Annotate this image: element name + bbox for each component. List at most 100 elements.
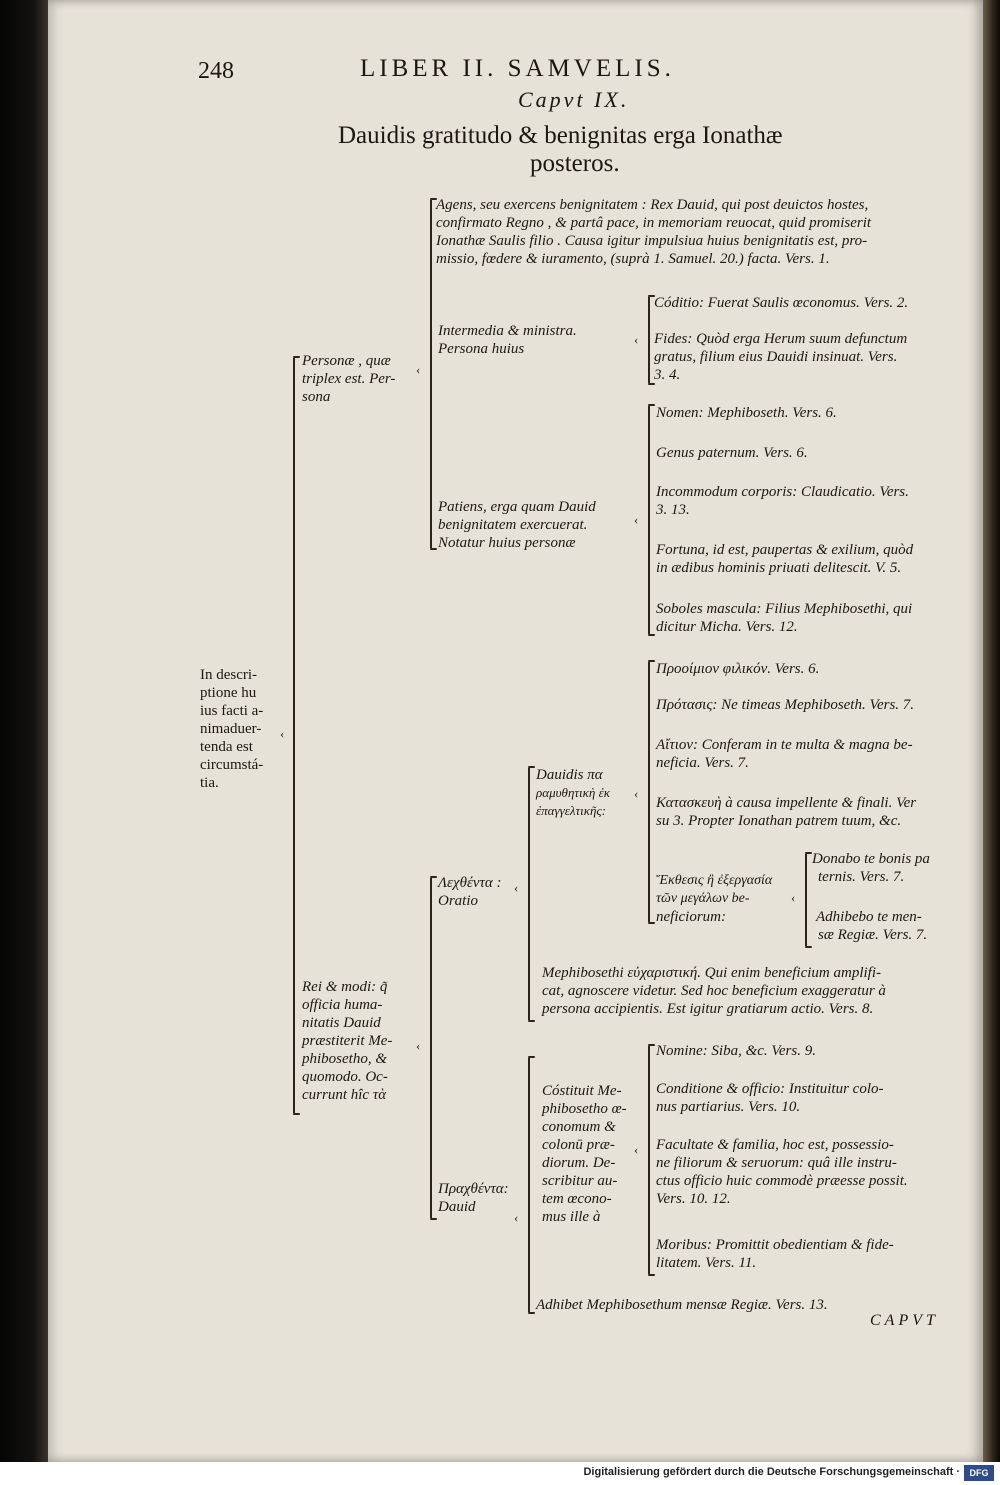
patiens-fortuna: in ædibus hominis priuati delitescit. V.… (656, 560, 902, 576)
constituit-label: diorum. De- (542, 1155, 616, 1171)
bracket-root (293, 356, 300, 1115)
agens-line: Ionathæ Saulis filio . Causa igitur impu… (436, 233, 868, 249)
mephibosethi-line: cat, agnoscere videtur. Sed hoc benefici… (542, 983, 886, 999)
constituit-facultate: ctus officio huic commodè præesse possit… (656, 1173, 908, 1189)
bracket-rei (430, 876, 437, 1220)
constituit-nomine: Nomine: Siba, &c. Vers. 9. (656, 1043, 816, 1059)
constituit-moribus: Moribus: Promittit obedientiam & fide- (656, 1237, 894, 1253)
rei-label: præstiterit Me- (302, 1033, 393, 1049)
intermedia-fides: 3. 4. (654, 367, 681, 383)
bracket-intermedia (648, 295, 655, 385)
footer-credit: Digitalisierung gefördert durch die Deut… (583, 1466, 960, 1478)
constituit-facultate: ne filiorum & seruorum: quâ ille instru- (656, 1155, 897, 1171)
dfg-logo-icon: DFG (964, 1465, 994, 1481)
bracket-ekthesis (805, 852, 812, 948)
constituit-label: tem œcono- (542, 1191, 612, 1207)
book-page: 248 LIBER II. SAMVELIS. Capvt IX. Dauidi… (48, 0, 983, 1462)
bracket-tip: ‹ (514, 880, 519, 895)
patiens-incommodum: 3. 13. (656, 502, 690, 518)
agens-line: confirmato Regno , & partâ pace, in memo… (436, 215, 872, 231)
ekthesis-label: Ἔκθεσις ἢ ἐξεργασία (656, 873, 773, 888)
intermedia-label: Intermedia & ministra. (438, 323, 577, 339)
ekthesis-donabo: ternis. Vers. 7. (818, 869, 905, 885)
lechthenta-label: Oratio (438, 893, 479, 909)
bracket-patiens (648, 404, 655, 636)
patiens-incommodum: Incommodum corporis: Claudicatio. Vers. (656, 484, 909, 500)
dauidis-kataskeue: Κατασκευὴ à causa impellente & finali. V… (656, 795, 917, 811)
page-title-line-1: Dauidis gratitudo & benignitas erga Iona… (338, 122, 783, 149)
mephibosethi-line: Mephibosethi εὐχαριστική. Qui enim benef… (542, 965, 882, 981)
prachthenta-label: Dauid (438, 1199, 476, 1215)
page-number: 248 (198, 58, 234, 84)
ekthesis-adhibebo: sæ Regiæ. Vers. 7. (818, 927, 928, 943)
intermedia-fides: gratus, filium eius Dauidi insinuat. Ver… (654, 349, 898, 365)
constituit-label: scribitur au- (542, 1173, 618, 1189)
chapter-heading: Capvt IX. (518, 87, 630, 112)
bracket-prachthenta (528, 1056, 535, 1314)
personae-label: Personæ , quæ (302, 353, 391, 369)
catchword: CAPVT (870, 1312, 939, 1329)
constituit-label: phibosetho œ- (542, 1101, 627, 1117)
root-line: tia. (200, 775, 219, 791)
root-line: nimaduer- (200, 721, 262, 737)
dauidis-protasis: Πρότασις: Ne timeas Mephiboseth. Vers. 7… (656, 697, 915, 713)
constituit-label: Cóstituit Me- (542, 1083, 622, 1099)
constituit-facultate: Facultate & familia, hoc est, possessio- (656, 1137, 894, 1153)
bracket-personae (430, 198, 437, 550)
patiens-soboles: dicitur Micha. Vers. 12. (656, 619, 798, 635)
bracket-tip: ‹ (634, 512, 639, 527)
dauidis-aition: Αἴτιον: Conferam in te multa & magna be- (656, 737, 913, 753)
rei-label: phibosetho, & (302, 1051, 387, 1067)
ekthesis-label: τῶν μεγάλων be- (656, 891, 750, 906)
patiens-genus: Genus paternum. Vers. 6. (656, 445, 808, 461)
patiens-fortuna: Fortuna, id est, paupertas & exilium, qu… (656, 542, 914, 558)
dauidis-label: Dauidis πα (536, 767, 603, 783)
rei-label: currunt hîc τὰ (302, 1087, 387, 1103)
intermedia-conditio: Códitio: Fuerat Saulis œconomus. Vers. 2… (654, 295, 909, 311)
intermedia-label: Persona huius (438, 341, 525, 357)
root-line: In descri- (200, 667, 258, 683)
agens-line: missio, fœdere & iuramento, (suprà 1. Sa… (436, 251, 830, 267)
patiens-label: benignitatem exercuerat. (438, 517, 588, 533)
constituit-moribus: litatem. Vers. 11. (656, 1255, 757, 1271)
rei-label: Rei & modi: q̃ (302, 979, 388, 995)
mephibosethi-line: persona accipientis. Est igitur gratiaru… (542, 1001, 874, 1017)
dauidis-label: ραμυθητικὴ ἐκ (536, 785, 610, 800)
rei-label: nitatis Dauid (302, 1015, 381, 1031)
bracket-lechthenta (528, 766, 535, 1022)
dauidis-prooimion: Προοίμιον φιλικόν. Vers. 6. (656, 661, 820, 677)
personae-label: sona (302, 389, 331, 405)
lechthenta-label: Λεχθέντα : (438, 875, 502, 891)
constituit-facultate: Vers. 10. 12. (656, 1191, 731, 1207)
agens-line: Agens, seu exercens benignitatem : Rex D… (436, 197, 869, 213)
bracket-dauidis (648, 660, 655, 924)
patiens-nomen: Nomen: Mephiboseth. Vers. 6. (656, 405, 837, 421)
constituit-conditione: nus partiarius. Vers. 10. (656, 1099, 801, 1115)
page-edge (983, 0, 1000, 1462)
dauidis-label: ἐπαγγελτικῆς: (536, 803, 607, 818)
dauidis-kataskeue: su 3. Propter Ionathan patrem tuum, &c. (656, 813, 902, 829)
bracket-constituit (648, 1044, 655, 1276)
ekthesis-adhibebo: Adhibebo te men- (816, 909, 922, 925)
bracket-tip: ‹ (791, 890, 796, 905)
patiens-soboles: Soboles mascula: Filius Mephibosethi, qu… (656, 601, 913, 617)
root-line: ius facti a- (200, 703, 264, 719)
page-title-line-2: posteros. (530, 150, 620, 177)
ekthesis-label: neficiorum: (656, 909, 726, 925)
bracket-tip: ‹ (416, 1038, 421, 1053)
adhibet-line: Adhibet Mephibosethum mensæ Regiæ. Vers.… (536, 1297, 828, 1313)
bracket-tip: ‹ (514, 1210, 519, 1225)
bracket-tip: ‹ (634, 1142, 639, 1157)
intermedia-fides: Fides: Quòd erga Herum suum defunctum (654, 331, 908, 347)
constituit-conditione: Conditione & officio: Instituitur colo- (656, 1081, 884, 1097)
constituit-label: mus ille à (542, 1209, 601, 1225)
root-line: circumstá- (200, 757, 264, 773)
footer-bar: Digitalisierung gefördert durch die Deut… (0, 1462, 1000, 1485)
dauidis-aition: neficia. Vers. 7. (656, 755, 749, 771)
constituit-label: conomum & (542, 1119, 616, 1135)
ekthesis-donabo: Donabo te bonis pa (812, 851, 930, 867)
prachthenta-label: Πραχθέντα: (438, 1181, 509, 1197)
root-line: tenda est (200, 739, 253, 755)
personae-label: triplex est. Per- (302, 371, 396, 387)
root-line: ptione hu (200, 685, 257, 701)
